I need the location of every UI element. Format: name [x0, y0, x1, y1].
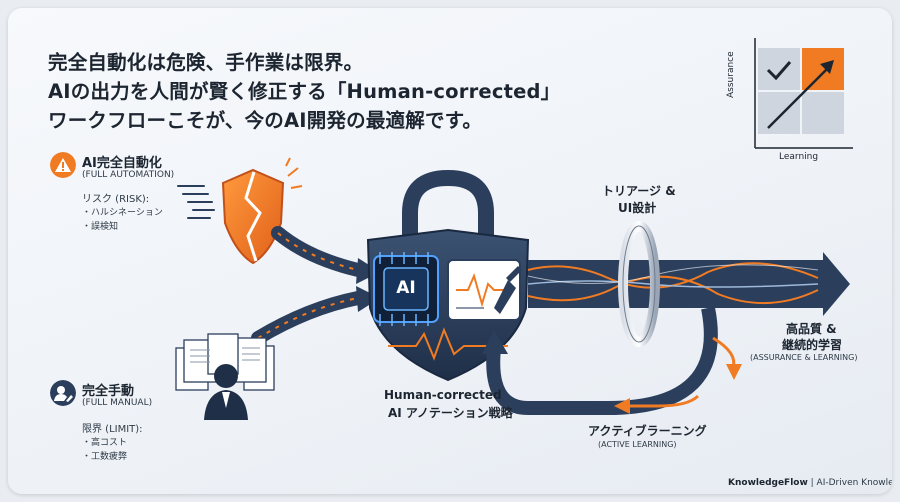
- quality-line-3: (ASSURANCE & LEARNING): [750, 353, 858, 362]
- center-caption-line-1: Human-corrected: [384, 388, 502, 402]
- ai-chip-label: AI: [396, 278, 416, 298]
- active-learning-title: アクティブラーニング: [588, 424, 707, 438]
- matrix-x-label: Learning: [779, 152, 819, 162]
- assurance-learning-matrix: [754, 38, 853, 149]
- active-learning-subtitle: (ACTIVE LEARNING): [598, 440, 677, 449]
- infographic-card: 完全自動化は危険、手作業は限界。 AIの出力を人間が賢く修正する「Human-c…: [8, 8, 892, 494]
- auto-flow-arrow: [271, 226, 365, 277]
- check-icon: [766, 61, 792, 81]
- warning-icon: [50, 152, 76, 178]
- quality-line-1: 高品質 &: [786, 322, 837, 336]
- footer-brand: KnowledgeFlow: [728, 478, 808, 488]
- output-beam: [527, 252, 850, 316]
- ai-chip-icon: [373, 252, 439, 326]
- lock-shackle: [402, 169, 494, 246]
- full-manual-limit-2: ・工数疲弊: [82, 452, 128, 462]
- workflow-diagram: [175, 38, 853, 420]
- quality-line-2: 継続的学習: [782, 338, 843, 352]
- full-auto-risk-1: ・ハルシネーション: [82, 208, 163, 218]
- person-icon: [204, 364, 248, 420]
- full-auto-risk-label: リスク (RISK):: [82, 194, 150, 205]
- headline-line-3: ワークフローこそが、今のAI開発の最適解です。: [48, 109, 483, 132]
- triage-line-1: トリアージ &: [602, 184, 676, 198]
- speed-lines: [177, 185, 215, 219]
- annotation-card-icon: [447, 259, 522, 321]
- headline-line-2: AIの出力を人間が賢く修正する「Human-corrected」: [48, 80, 561, 103]
- footer: KnowledgeFlow | AI-Driven Knowledge Plat…: [728, 478, 892, 488]
- triage-ring-icon: [618, 221, 660, 347]
- full-auto-title: AI完全自動化: [82, 156, 162, 171]
- footer-tagline: | AI-Driven Knowledge Platform: [810, 478, 892, 488]
- headline: 完全自動化は危険、手作業は限界。 AIの出力を人間が賢く修正する「Human-c…: [48, 48, 560, 135]
- person-edit-icon: [50, 380, 76, 406]
- triage-line-2: UI設計: [618, 201, 657, 215]
- broken-shield-icon: [221, 157, 303, 265]
- full-auto-subtitle: (FULL AUTOMATION): [82, 170, 175, 180]
- full-manual-subtitle: (FULL MANUAL): [82, 398, 153, 408]
- manual-flow-arrow: [251, 291, 365, 345]
- matrix-y-label: Assurance: [726, 51, 736, 98]
- full-auto-risk-2: ・誤検知: [82, 222, 119, 232]
- full-manual-limit-1: ・高コスト: [82, 438, 128, 448]
- headline-line-1: 完全自動化は危険、手作業は限界。: [48, 51, 364, 74]
- full-manual-limit-label: 限界 (LIMIT):: [82, 424, 143, 435]
- feedback-loop-arrow: [486, 306, 718, 415]
- full-manual-title: 完全手動: [82, 384, 135, 399]
- center-caption-line-2: AI アノテーション戦略: [388, 406, 513, 420]
